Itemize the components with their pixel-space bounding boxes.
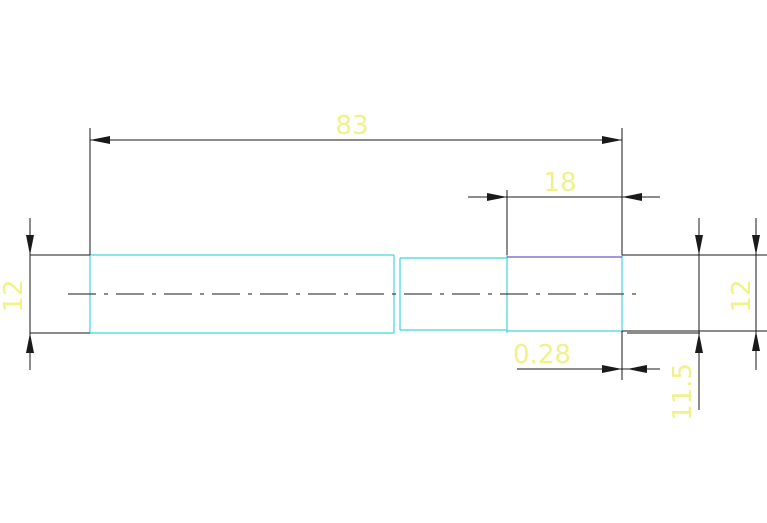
dim-text-0-28: 0.28 bbox=[513, 340, 571, 370]
part-outline bbox=[89, 254, 623, 334]
dim-text-11-5: 11.5 bbox=[668, 363, 698, 421]
dimension-18: 18 bbox=[468, 168, 660, 201]
arrow-12-right-bottom bbox=[752, 331, 760, 351]
dimension-12-left: 12 bbox=[0, 218, 34, 370]
arrow-0-28-right bbox=[602, 365, 622, 373]
dimension-83: 83 bbox=[90, 111, 622, 144]
arrow-0-28-left bbox=[627, 365, 647, 373]
arrow-18-left bbox=[487, 193, 507, 201]
dimension-12-right: 12 bbox=[727, 218, 760, 370]
dimension-0-28: 0.28 bbox=[513, 340, 660, 373]
dim-text-83: 83 bbox=[335, 111, 368, 141]
arrow-83-right bbox=[602, 136, 622, 144]
dim-text-12-left: 12 bbox=[0, 279, 29, 312]
arrow-83-left bbox=[90, 136, 110, 144]
dim-text-12-right: 12 bbox=[727, 279, 757, 312]
arrow-11-5-top bbox=[695, 235, 703, 255]
arrow-11-5-bottom bbox=[695, 333, 703, 353]
extension-lines bbox=[30, 128, 767, 380]
arrow-18-right bbox=[622, 193, 642, 201]
dim-text-18: 18 bbox=[543, 168, 576, 198]
arrow-12-right-top bbox=[752, 235, 760, 255]
arrow-12-left-top bbox=[26, 235, 34, 255]
dimension-11-5: 11.5 bbox=[668, 218, 703, 421]
arrow-12-left-bottom bbox=[26, 333, 34, 353]
